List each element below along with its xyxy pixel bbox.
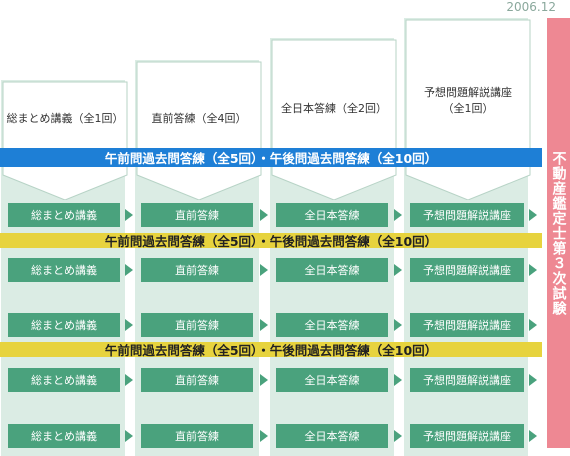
third-exam-bar: 不動産鑑定士第３次試験	[547, 18, 570, 448]
row2-chip-1: 総まとめ講義	[8, 258, 120, 282]
row5-arrow-4	[529, 430, 537, 442]
row4-chip-3: 全日本答練	[276, 368, 388, 392]
row3-chip-3: 全日本答練	[276, 313, 388, 337]
row1-chip-2: 直前答練	[141, 203, 253, 227]
row5-chip-1: 総まとめ講義	[8, 424, 120, 448]
row4-chip-4: 予想問題解説講座	[410, 368, 524, 392]
row4-arrow-4	[529, 374, 537, 386]
row2-arrow-4	[529, 264, 537, 276]
row1-chip-4: 予想問題解説講座	[410, 203, 524, 227]
row4-arrow-1	[125, 374, 133, 386]
row5-chip-3: 全日本答練	[276, 424, 388, 448]
header-shape-3	[271, 39, 397, 200]
row3-chip-4: 予想問題解説講座	[410, 313, 524, 337]
row3-chip-2: 直前答練	[141, 313, 253, 337]
row5-chip-4: 予想問題解説講座	[410, 424, 524, 448]
header-text-4b: （全1回）	[442, 102, 494, 115]
date-label: 2006.12	[506, 0, 556, 14]
row4-arrow-2	[260, 374, 268, 386]
row4-chip-2: 直前答練	[141, 368, 253, 392]
row1-arrow-3	[394, 209, 402, 221]
row5-arrow-2	[260, 430, 268, 442]
row2-arrow-3	[394, 264, 402, 276]
row1-chip-3: 全日本答練	[276, 203, 388, 227]
row3-arrow-3	[394, 319, 402, 331]
third-exam-label: 不動産鑑定士第３次試験	[550, 150, 567, 316]
row5-arrow-3	[394, 430, 402, 442]
row4-arrow-3	[394, 374, 402, 386]
header-text-4a: 予想問題解説講座	[424, 86, 512, 99]
header-text-2: 直前答練（全4回）	[151, 112, 247, 125]
row3-arrow-4	[529, 319, 537, 331]
row1-chip-1: 総まとめ講義	[8, 203, 120, 227]
past-exam-drill-bar-yellow-2: 午前問過去問答練（全5回）・午後問過去問答練（全10回）	[0, 342, 542, 358]
header-shape-2	[136, 61, 262, 200]
row5-chip-2: 直前答練	[141, 424, 253, 448]
header-text-3: 全日本答練（全2回）	[281, 102, 387, 115]
row1-arrow-4	[529, 209, 537, 221]
row2-chip-2: 直前答練	[141, 258, 253, 282]
row3-arrow-1	[125, 319, 133, 331]
past-exam-drill-bar-blue: 午前問過去問答練（全5回）・午後問過去問答練（全10回）	[0, 148, 542, 167]
row3-arrow-2	[260, 319, 268, 331]
header-shape-1	[2, 81, 128, 200]
past-exam-drill-bar-yellow-1: 午前問過去問答練（全5回）・午後問過去問答練（全10回）	[0, 233, 542, 249]
row4-chip-1: 総まとめ講義	[8, 368, 120, 392]
row1-arrow-1	[125, 209, 133, 221]
row1-arrow-2	[260, 209, 268, 221]
row2-arrow-1	[125, 264, 133, 276]
header-text-1: 総まとめ講義（全1回）	[6, 112, 124, 125]
row2-arrow-2	[260, 264, 268, 276]
row5-arrow-1	[125, 430, 133, 442]
row2-chip-3: 全日本答練	[276, 258, 388, 282]
row3-chip-1: 総まとめ講義	[8, 313, 120, 337]
row2-chip-4: 予想問題解説講座	[410, 258, 524, 282]
